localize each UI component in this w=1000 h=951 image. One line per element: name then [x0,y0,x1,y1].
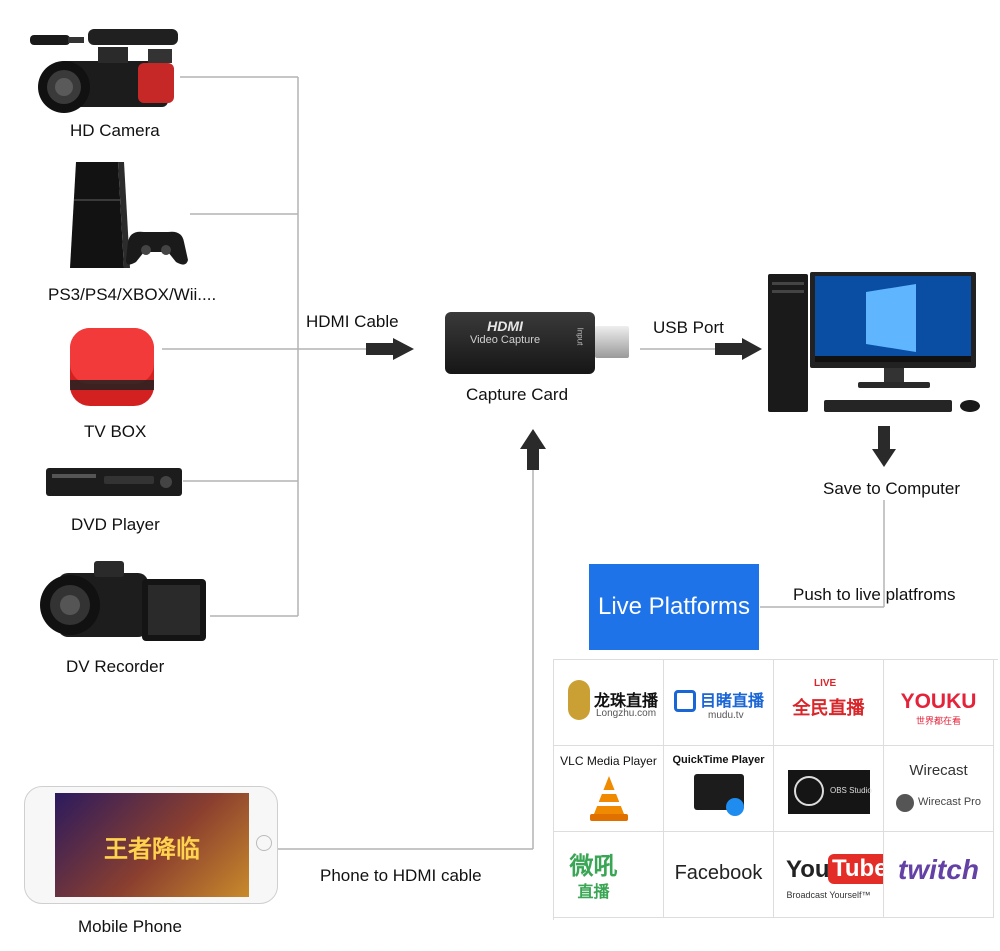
hdmi-cable-label: HDMI Cable [306,312,399,331]
wirecast-icon [896,794,914,812]
youku-logo: YOUKU 世界都在看 [884,660,994,746]
hdmi-arrow [366,338,414,360]
capture-card-model: Video Capture [469,334,541,346]
youtube-logo: You Tube Broadcast Yourself™ [774,832,884,918]
vlc-logo: VLC Media Player [554,746,664,832]
mudu-logo: 目睹直播 mudu.tv [664,660,774,746]
console-label: PS3/PS4/XBOX/Wii.... [48,285,217,304]
vlc-cone-icon [590,776,628,821]
dv-recorder-icon [40,561,206,641]
quicktime-q-icon [726,798,744,816]
weihou-logo: 微吼 直播 [554,832,664,918]
phone-screen: 王者降临 [55,793,249,897]
live-platforms-box: Live Platforms [589,564,759,650]
capture-card-brand: HDMI [487,318,523,334]
platform-logos-grid: 龙珠直播 Longzhu.com 目睹直播 mudu.tv LIVE 全民直播 … [553,659,998,920]
game-console-icon [70,162,188,268]
phone-to-hdmi-label: Phone to HDMI cable [320,866,482,885]
phone-arrow [520,429,546,470]
usb-arrow [715,338,762,360]
facebook-logo: Facebook [664,832,774,918]
mobile-phone-label: Mobile Phone [78,917,182,936]
quicktime-logo: QuickTime Player [664,746,774,832]
phone-game-title: 王者降临 [104,835,200,863]
dv-recorder-label: DV Recorder [66,657,165,676]
capture-card-device: HDMI Video Capture Input [445,312,595,374]
longzhu-logo: 龙珠直播 Longzhu.com [554,660,664,746]
obs-icon [794,776,824,806]
capture-card-port: Input [575,327,585,346]
push-to-live-label: Push to live platfroms [793,585,956,604]
dvd-player-icon [46,468,182,496]
wirecast-logo: Wirecast Wirecast Pro [884,746,994,832]
longzhu-mascot-icon [568,680,590,720]
home-button [256,835,272,851]
twitch-logo: twitch [884,832,994,918]
usb-port-label: USB Port [653,318,724,337]
obs-logo: OBS Studio [774,746,884,832]
tv-box-icon [70,328,154,406]
mudu-play-icon [674,690,696,712]
mobile-phone-icon: 王者降临 [24,786,278,904]
save-arrow [872,426,896,467]
hd-camera-label: HD Camera [70,121,160,140]
save-to-computer-label: Save to Computer [823,479,961,498]
dvd-player-label: DVD Player [71,515,160,534]
tv-box-label: TV BOX [84,422,147,441]
capture-card-label: Capture Card [466,385,569,404]
usb-plug [595,326,629,358]
computer-icon [768,272,980,412]
hd-camera-icon [30,29,178,113]
quanmin-logo: LIVE 全民直播 [774,660,884,746]
